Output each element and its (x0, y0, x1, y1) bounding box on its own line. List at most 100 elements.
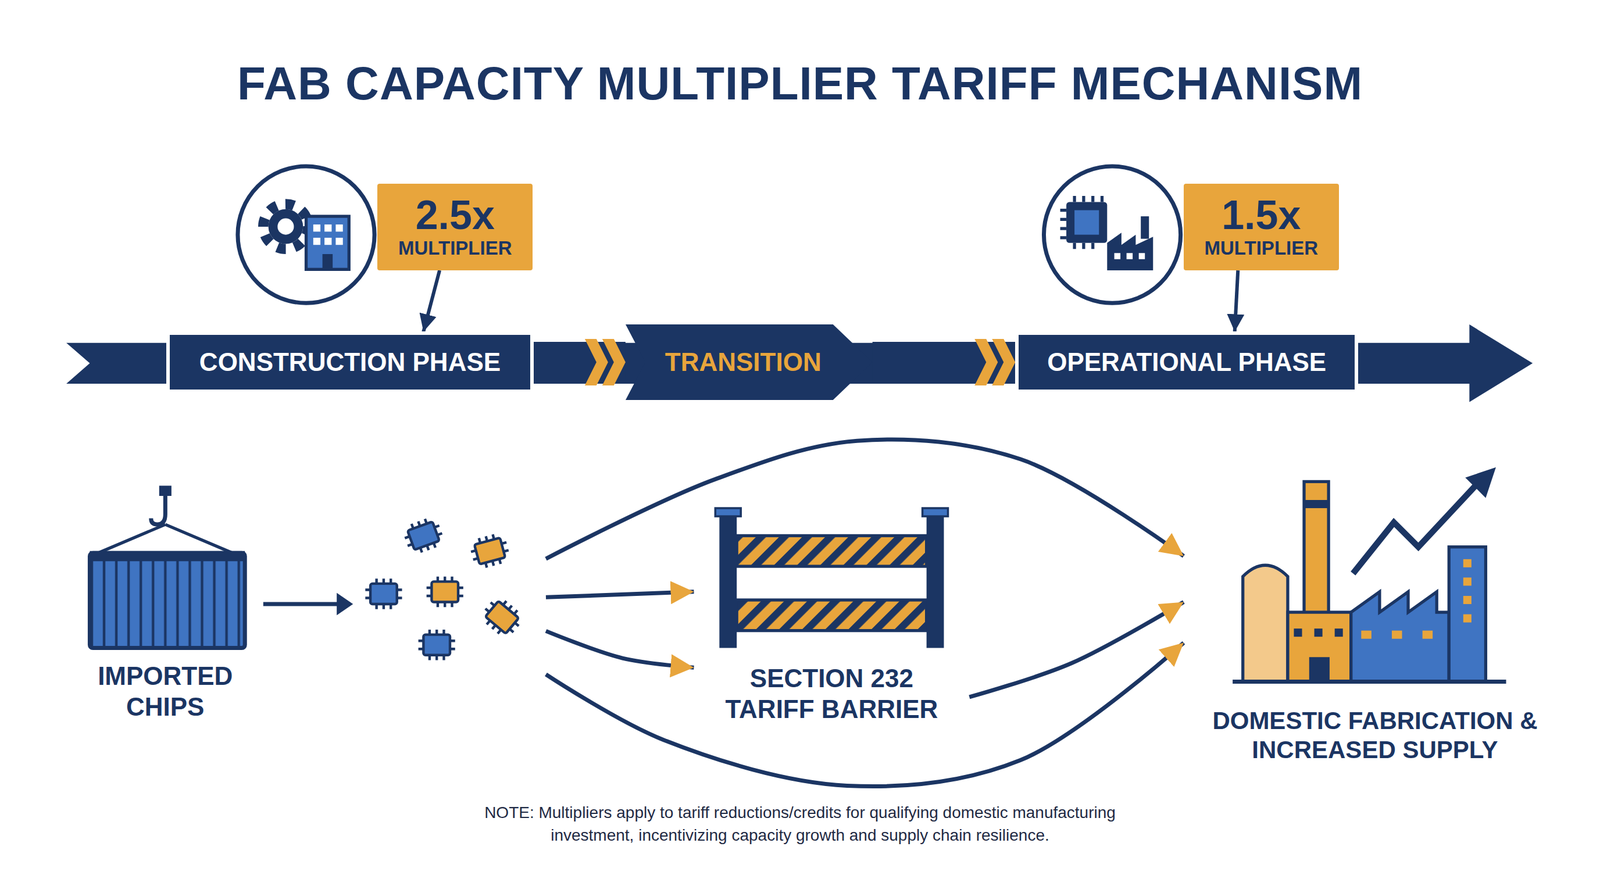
shipping-container (97, 524, 233, 553)
factory (1309, 656, 1330, 682)
operations-icon (1106, 232, 1153, 271)
factory (1463, 559, 1472, 568)
operations-icon (1074, 210, 1099, 235)
factory (1361, 630, 1372, 639)
node-sublabel: MULTIPLIER (1204, 236, 1319, 260)
tariff-barrier (922, 508, 949, 517)
growth-arrow (1352, 485, 1476, 574)
factory (1287, 612, 1352, 682)
factory (1351, 591, 1449, 682)
shipping-container (89, 552, 245, 648)
operations-icon (1066, 202, 1107, 244)
note-text: NOTE: Multipliers apply to tariff reduct… (451, 801, 1149, 847)
flow-connector (545, 643, 1184, 787)
chip-cluster (365, 515, 526, 661)
node-label: TRANSITION (665, 347, 822, 378)
factory (1304, 500, 1329, 509)
shipping-container (159, 485, 172, 496)
operations-icon (1138, 252, 1146, 260)
factory (1314, 628, 1323, 637)
construction-icon (324, 224, 332, 232)
operations-icon (1114, 252, 1121, 260)
tariff-barrier (715, 508, 741, 517)
transition-arrow: TRANSITION (625, 324, 873, 400)
construction-icon (277, 218, 294, 235)
flow-connector (545, 439, 1184, 559)
node-label: CONSTRUCTION PHASE (199, 347, 501, 378)
node-sublabel: MULTIPLIER (398, 236, 513, 260)
factory (1334, 628, 1344, 637)
construction-icon (324, 237, 332, 245)
factory (1391, 630, 1403, 639)
operations-icon (1140, 216, 1149, 239)
factory (1463, 595, 1472, 605)
timeline-bar (66, 324, 1533, 402)
construction-icon (335, 237, 343, 245)
construction-icon (313, 224, 321, 232)
tariff-barrier (715, 508, 948, 648)
tariff-barrier (926, 512, 945, 648)
flow-connector (545, 591, 695, 598)
import-arrow (263, 593, 353, 616)
construction-icon (306, 216, 350, 270)
illustration (66, 166, 1533, 682)
construction-icon (237, 166, 375, 303)
factory (1232, 679, 1506, 684)
chip-cluster (468, 531, 512, 571)
chip-cluster (477, 593, 526, 641)
import-arrow (336, 593, 353, 616)
tariff-barrier (736, 600, 927, 631)
node-label: DOMESTIC FABRICATION & INCREASED SUPPLY (1212, 706, 1538, 766)
operations-icon (1126, 252, 1134, 260)
flow-connector (1234, 270, 1239, 332)
flow-connector (872, 341, 1016, 383)
timeline-bar (66, 324, 1533, 402)
flow-connector (423, 270, 440, 332)
shipping-container (89, 551, 245, 562)
factory (1448, 547, 1486, 682)
phase-box: CONSTRUCTION PHASE (166, 331, 534, 393)
flow-connector (545, 630, 695, 668)
phase-box: OPERATIONAL PHASE (1015, 331, 1359, 393)
fabrication-group: DOMESTIC FABRICATION & INCREASED SUPPLY (1183, 464, 1567, 771)
factory (1232, 481, 1506, 682)
shipping-container (151, 495, 166, 525)
construction-icon (313, 237, 321, 245)
arrow-shape (625, 324, 873, 400)
chip-cluster (365, 578, 402, 610)
barrier-group: SECTION 232 TARIFF BARRIER (693, 500, 970, 727)
import-arrow (263, 602, 339, 607)
chip-cluster (418, 629, 456, 661)
node-label: 2.5x (415, 194, 495, 238)
node-label: IMPORTED CHIPS (77, 661, 253, 723)
import-group: IMPORTED CHIPS (61, 481, 546, 723)
diagram-title: FAB CAPACITY MULTIPLIER TARIFF MECHANISM (0, 56, 1600, 111)
factory (1304, 481, 1329, 614)
node-label: 1.5x (1221, 194, 1301, 238)
construction-icon (268, 209, 304, 245)
flow-connector (969, 601, 1184, 697)
multiplier-callout: 2.5xMULTIPLIER (377, 183, 533, 271)
tariff-barrier (719, 512, 737, 648)
construction-icon (263, 204, 309, 249)
tariff-barrier (736, 535, 927, 567)
operations-icon (1043, 166, 1181, 303)
factory (1293, 628, 1302, 637)
growth-arrow (1465, 467, 1496, 499)
chip-cluster (401, 515, 446, 557)
operations-icon (1043, 166, 1181, 303)
construction-icon (322, 254, 334, 270)
construction-icon (335, 224, 343, 232)
growth-arrow (1352, 467, 1496, 574)
factory (1463, 577, 1472, 586)
node-label: OPERATIONAL PHASE (1047, 347, 1327, 378)
factory (1243, 565, 1288, 682)
node-label: SECTION 232 TARIFF BARRIER (709, 663, 954, 725)
shipping-container (89, 485, 245, 648)
factory (1463, 614, 1472, 623)
flow-connector (533, 341, 626, 383)
factory (1422, 630, 1434, 639)
construction-icon (237, 166, 375, 303)
